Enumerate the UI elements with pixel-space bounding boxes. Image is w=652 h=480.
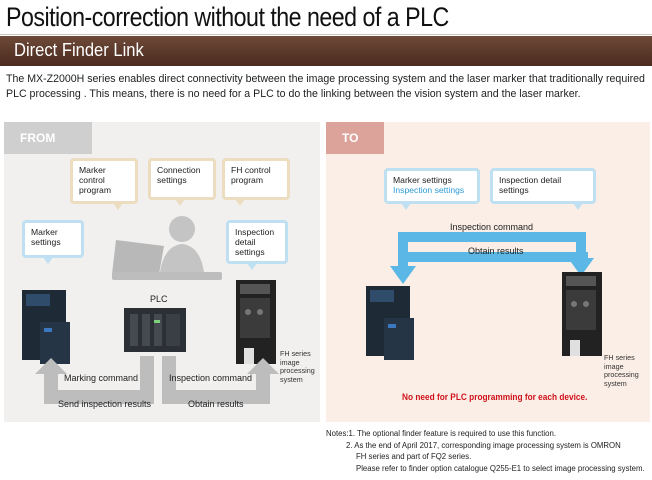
to-tab: TO — [326, 122, 384, 154]
send-inspection-results-label: Send inspection results — [58, 399, 152, 409]
section-banner: Direct Finder Link — [0, 36, 652, 66]
fh-controller-icon — [236, 280, 276, 364]
laser-marker-device-icon — [22, 290, 70, 364]
to-arrows — [390, 232, 594, 284]
title-divider — [0, 34, 652, 35]
bubble-marker-settings: Marker settings — [22, 220, 84, 264]
bubble-inspection-detail-settings: Inspection detail settings — [226, 220, 288, 270]
to-obtain-results-label: Obtain results — [468, 246, 524, 256]
to-fh-label: FH series image processing system — [604, 353, 639, 388]
note-line-4: Please refer to finder option catalogue … — [356, 463, 645, 473]
from-obtain-results-label: Obtain results — [188, 399, 244, 409]
note-line-2: 2. As the end of April 2017, correspondi… — [346, 440, 621, 450]
from-tab: FROM — [4, 122, 92, 154]
note-line-3: FH series and part of FQ2 series. — [356, 452, 472, 461]
to-tab-label: TO — [342, 131, 359, 145]
operator-pc-icon — [112, 216, 222, 280]
bubble-fh-control-program: FH control program — [222, 158, 290, 206]
page-title: Position-correction without the need of … — [6, 2, 449, 32]
to-panel: TO Marker settings Inspection settin — [326, 122, 650, 422]
marking-command-label: Marking command — [64, 373, 139, 383]
from-fh-label: FH series image processing system — [280, 349, 315, 384]
banner-title: Direct Finder Link — [14, 40, 144, 60]
plc-device-icon — [124, 308, 186, 352]
footnotes: Notes:1. The optional finder feature is … — [326, 428, 652, 474]
no-plc-note: No need for PLC programming for each dev… — [402, 392, 588, 402]
from-panel: FROM — [4, 122, 320, 422]
to-laser-marker-device-icon — [366, 286, 414, 360]
from-inspection-command-label: Inspection command — [169, 373, 253, 383]
bubble-marker-control-program: Marker control program — [70, 158, 138, 210]
bubble-connection-settings: Connection settings — [148, 158, 216, 206]
to-diagram-graphics — [366, 232, 602, 360]
to-bubble-marker-inspection-settings: Marker settings Inspection settings — [384, 168, 480, 210]
to-inspection-command-label: Inspection command — [450, 222, 534, 232]
from-tab-label: FROM — [20, 131, 56, 145]
plc-label: PLC — [150, 294, 168, 304]
note-line-1: Notes:1. The optional finder feature is … — [326, 429, 557, 438]
to-fh-controller-icon — [562, 272, 602, 356]
from-arrows — [35, 356, 279, 404]
intro-paragraph: The MX-Z2000H series enables direct conn… — [6, 73, 645, 100]
to-bubble-inspection-detail-settings: Inspection detail settings — [490, 168, 596, 210]
from-diagram-graphics — [22, 216, 279, 404]
